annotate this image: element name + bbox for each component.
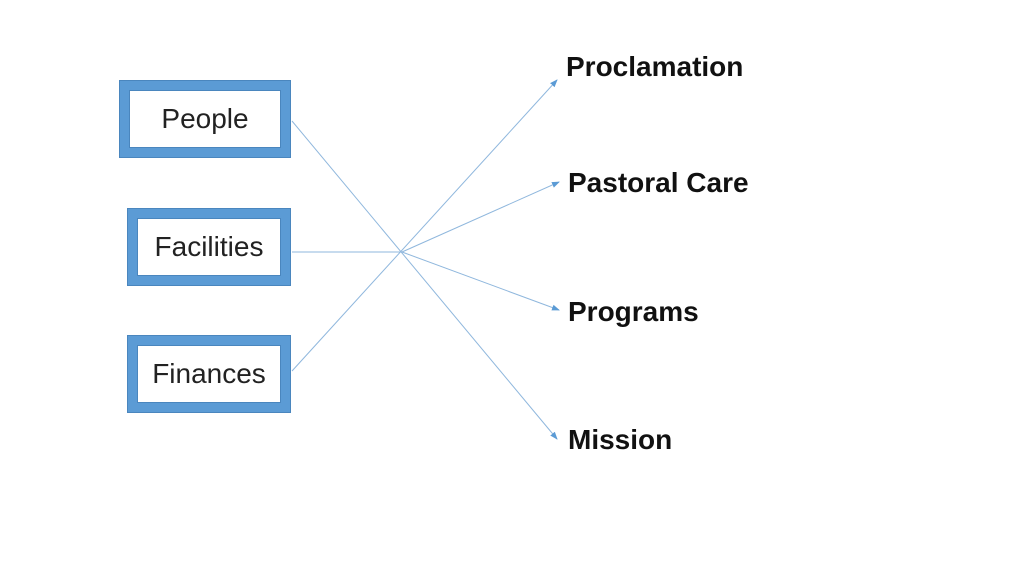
source-label-facilities: Facilities	[154, 231, 264, 262]
connector-finances-to-proclamation	[291, 79, 558, 372]
source-label-finances: Finances	[152, 358, 266, 389]
source-label-people: People	[161, 103, 249, 134]
target-label-proclamation: Proclamation	[566, 51, 744, 82]
source-box-people: People	[120, 81, 290, 157]
source-box-facilities: Facilities	[128, 209, 290, 285]
target-label-programs: Programs	[568, 296, 699, 327]
connector-hub-to-programs	[401, 251, 560, 311]
connector-people-to-mission	[291, 120, 558, 440]
target-label-mission: Mission	[568, 424, 673, 455]
source-box-finances: Finances	[128, 336, 290, 412]
connector-hub-to-pastoral-care	[401, 181, 560, 253]
target-label-pastoral-care: Pastoral Care	[568, 167, 749, 198]
